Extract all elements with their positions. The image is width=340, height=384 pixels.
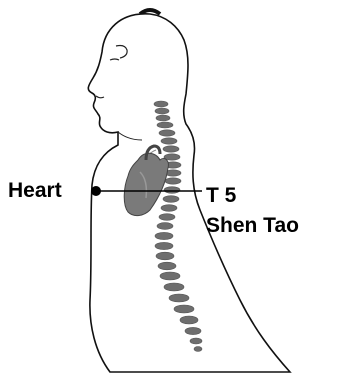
- vertebra: [169, 294, 189, 302]
- vertebra: [185, 327, 201, 334]
- vertebra: [180, 316, 198, 324]
- vertebra: [194, 347, 202, 352]
- vertebra: [161, 138, 177, 144]
- vertebra: [164, 283, 184, 291]
- vertebra: [159, 130, 175, 136]
- vertebra-label: T 5: [206, 184, 236, 208]
- vertebra: [156, 115, 170, 121]
- vertebra: [165, 178, 181, 184]
- heart-point-dot: [91, 186, 101, 196]
- vertebra: [154, 101, 168, 107]
- heart-label: Heart: [8, 179, 62, 203]
- vertebra: [155, 242, 173, 249]
- vertebra: [163, 146, 179, 152]
- vertebra: [174, 305, 194, 313]
- vertebra: [160, 272, 180, 280]
- vertebra: [155, 232, 173, 239]
- vertebra: [158, 262, 176, 270]
- vertebra: [161, 205, 177, 212]
- vertebra: [156, 252, 174, 260]
- vertebra: [157, 122, 173, 128]
- vertebra: [164, 187, 180, 194]
- vertebra: [163, 196, 179, 203]
- vertebra: [190, 338, 202, 344]
- vertebra: [157, 223, 173, 230]
- point-name-label: Shen Tao: [206, 214, 299, 238]
- vertebra: [159, 214, 175, 221]
- vertebra: [155, 108, 169, 114]
